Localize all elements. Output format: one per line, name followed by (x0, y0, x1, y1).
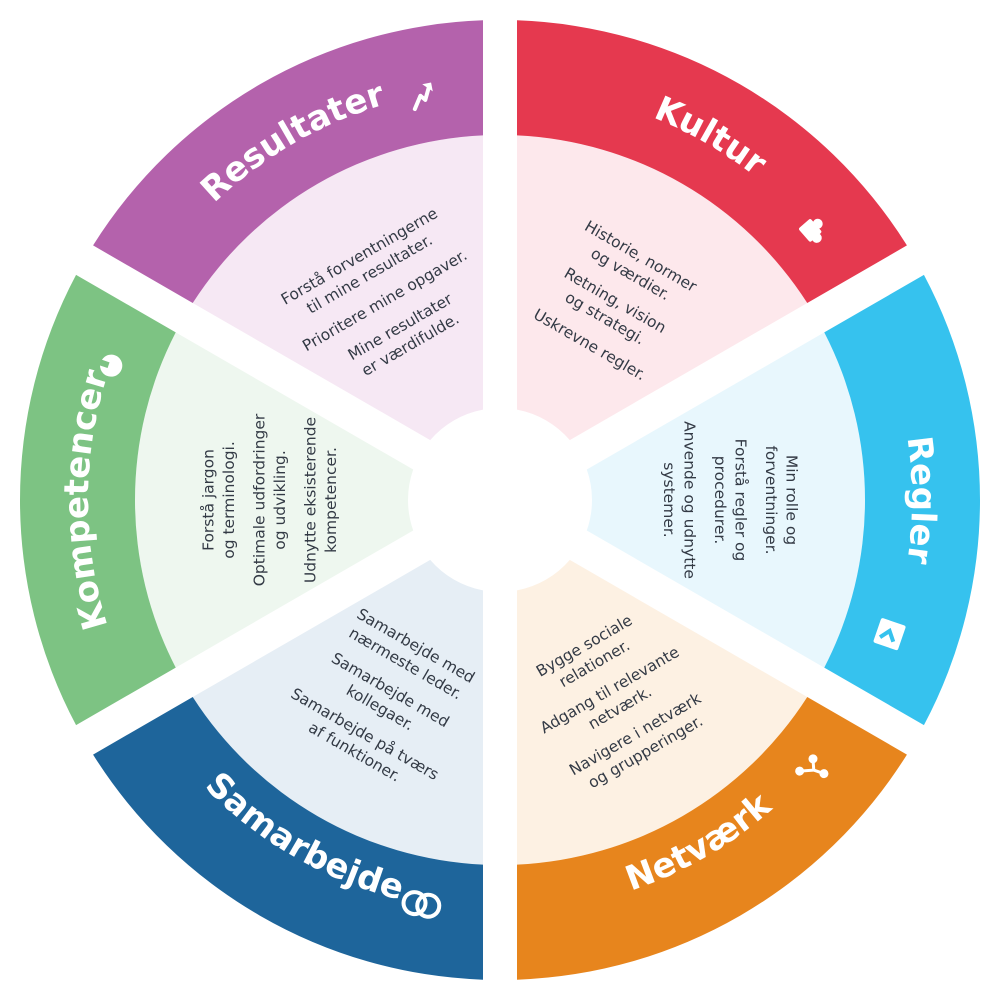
rings-icon (401, 890, 442, 919)
segment-kompetencer-item-line: Forstå jargon (200, 449, 218, 551)
wrench-icon (100, 354, 123, 377)
segment-samarbejde-band (93, 697, 483, 980)
segment-regler-content-area (586, 332, 866, 668)
network-icon (795, 754, 829, 779)
segment-netvaerk-band (517, 697, 907, 980)
segment-kompetencer-item-line: Udnytte eksisterende (302, 417, 320, 583)
segment-regler-title: Regler (898, 434, 943, 567)
segment-regler-item-line: systemer. (660, 462, 678, 537)
segment-regler-item-line: Forstå regler og (732, 439, 750, 562)
segment-regler-item-line: Min rolle og (783, 455, 801, 545)
segment-regler-item-line: Anvende og udnytte (681, 421, 699, 579)
bookmark-icon (873, 618, 906, 651)
segment-kompetencer-content-area (134, 332, 414, 668)
segment-kompetencer-item-line: Optimale udfordringer (251, 413, 269, 586)
segment-kultur-content-area (517, 135, 808, 441)
segment-netvaerk-content-area (517, 559, 808, 865)
segment-samarbejde-content-area (192, 559, 484, 865)
segment-regler-band (824, 274, 981, 726)
segment-resultater-content-area (192, 135, 484, 441)
segment-kompetencer-item-line: og udvikling. (271, 450, 289, 550)
puzzle-icon (799, 218, 823, 243)
segment-kompetencer-item-line: og terminologi. (220, 441, 238, 559)
segment-kompetencer-item-line: kompetencer. (322, 447, 340, 553)
segment-regler-item-line: forventninger. (762, 445, 780, 554)
trend-arrow-icon (412, 82, 433, 112)
segment-kompetencer-band (19, 274, 176, 726)
segment-regler-item-line: procedurer. (711, 456, 729, 545)
segment-resultater-band (93, 20, 483, 303)
